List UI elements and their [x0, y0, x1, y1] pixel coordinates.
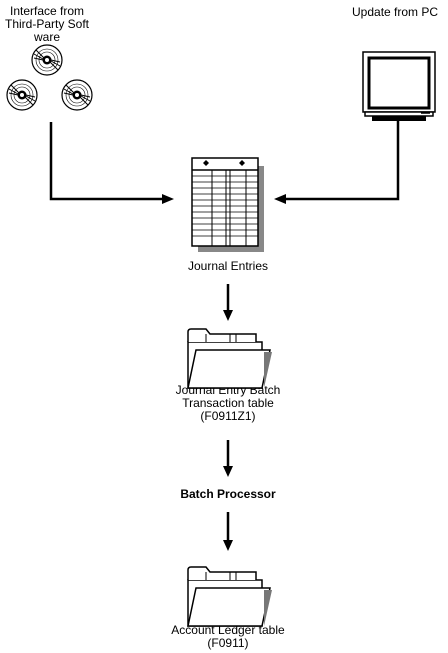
cd-disc-icon	[31, 44, 63, 76]
cd-disc-icon	[61, 79, 93, 111]
batch-table-folder-icon	[187, 328, 273, 389]
journal-entries-label: Journal Entries	[187, 259, 269, 273]
arrow-pc-to-journal	[274, 121, 400, 204]
arrow-third-party-to-journal	[49, 122, 174, 204]
pc-monitor-icon	[362, 51, 436, 121]
arrow-journal-to-batch-table	[223, 284, 233, 321]
spreadsheet-icon	[191, 157, 264, 252]
arrow-processor-to-ledger	[223, 512, 233, 551]
batch-processor-label: Batch Processor	[180, 487, 276, 501]
arrow-batch-table-to-processor	[223, 440, 233, 477]
ledger-table-folder-icon	[187, 566, 273, 627]
cd-disc-icon	[6, 79, 38, 111]
third-party-label: Interface from Third-Party Soft ware	[4, 4, 90, 44]
pc-label: Update from PC	[352, 5, 439, 19]
ledger-table-label: Account Ledger table (F0911)	[171, 623, 285, 650]
